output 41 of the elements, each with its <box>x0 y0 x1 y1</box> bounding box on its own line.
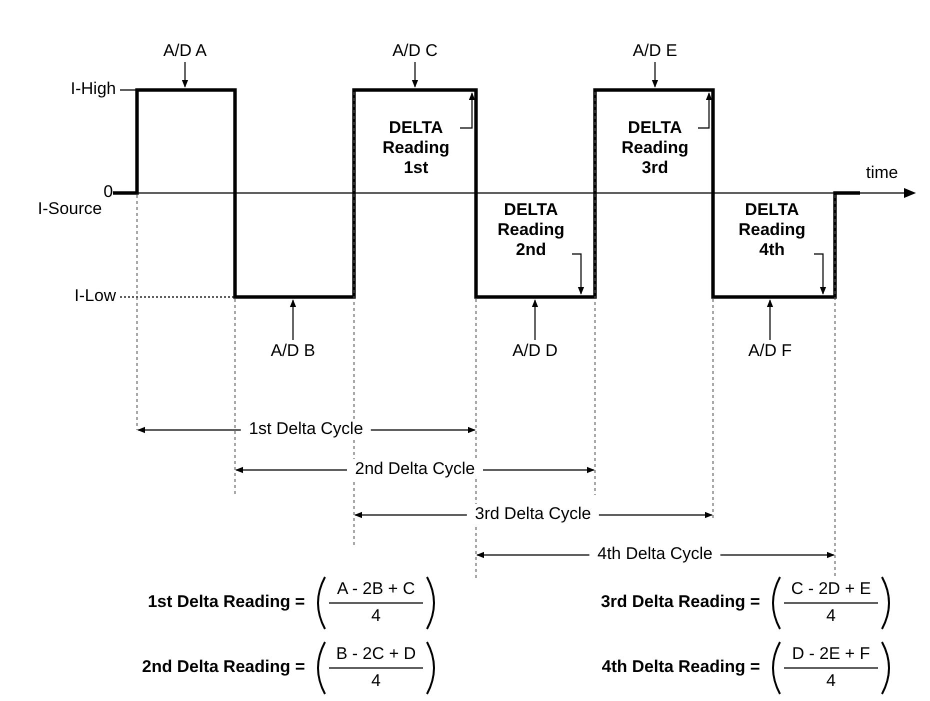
delta-reading-label: DELTA Reading 1st <box>381 118 451 178</box>
delta-reading-label: DELTA Reading 2nd <box>496 200 566 260</box>
a-d-sample-label: A/D B <box>270 341 316 361</box>
delta-reading-label: DELTA Reading 3rd <box>620 118 690 178</box>
leader-arrow <box>652 62 658 88</box>
formula-label: 1st Delta Reading = <box>148 592 305 612</box>
axis-label: 0 <box>104 182 113 202</box>
cycle-label: 4th Delta Cycle <box>589 544 721 564</box>
leader-arrow <box>698 92 712 129</box>
leader-arrow <box>766 299 774 340</box>
a-d-sample-label: A/D E <box>632 41 678 61</box>
formula-label: 4th Delta Reading = <box>602 657 760 677</box>
fraction-numerator: B - 2C + D <box>336 644 416 664</box>
fraction-numerator: A - 2B + C <box>337 579 415 599</box>
axis-label: I-Source <box>38 199 102 219</box>
fraction-numerator: D - 2E + F <box>792 644 870 664</box>
fraction-denominator: 4 <box>371 606 381 626</box>
leader-arrow <box>182 62 188 88</box>
fraction-numerator: C - 2D + E <box>791 579 871 599</box>
a-d-sample-label: A/D A <box>163 41 207 61</box>
axis-label: I-High <box>70 79 116 99</box>
fraction-denominator: 4 <box>826 671 836 691</box>
a-d-sample-label: A/D C <box>392 41 438 61</box>
leader-arrow <box>572 253 584 295</box>
delta-reading-label: DELTA Reading 4th <box>737 200 807 260</box>
leader-arrow <box>460 92 476 129</box>
cycle-label: 2nd Delta Cycle <box>347 459 483 479</box>
leader-arrow <box>290 299 296 340</box>
fraction-denominator: 4 <box>826 606 836 626</box>
leader-arrow <box>532 299 538 340</box>
leader-arrow <box>412 62 418 88</box>
cycle-label: 1st Delta Cycle <box>240 419 372 439</box>
formula-label: 2nd Delta Reading = <box>142 657 305 677</box>
axis-label: time <box>866 163 898 183</box>
a-d-sample-label: A/D F <box>748 341 792 361</box>
a-d-sample-label: A/D D <box>512 341 558 361</box>
cycle-label: 3rd Delta Cycle <box>466 504 600 524</box>
leader-arrow <box>814 253 826 295</box>
axis-label: I-Low <box>74 286 116 306</box>
fraction-denominator: 4 <box>371 671 381 691</box>
formula-label: 3rd Delta Reading = <box>600 592 760 612</box>
